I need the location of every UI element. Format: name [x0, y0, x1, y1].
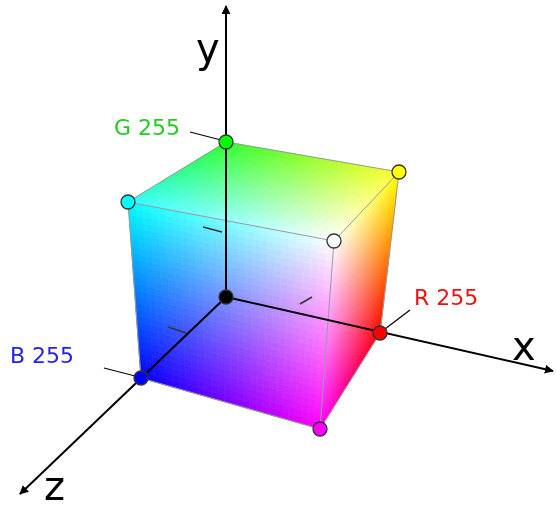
cube-edges [128, 142, 399, 429]
tick-marks [168, 227, 312, 333]
z-axis [20, 297, 226, 494]
axis-max-label: R 255 [414, 287, 478, 309]
axis-name: y [196, 28, 220, 68]
axis-max-label: G 255 [114, 117, 180, 139]
axis-max-label: B 255 [10, 345, 74, 367]
axis-name: x [512, 326, 536, 366]
leader-lines [104, 132, 410, 376]
corner-dots [121, 135, 406, 436]
axes [20, 6, 553, 494]
y-axis [225, 6, 227, 297]
axis-name: z [44, 466, 65, 506]
x-axis [226, 297, 553, 371]
